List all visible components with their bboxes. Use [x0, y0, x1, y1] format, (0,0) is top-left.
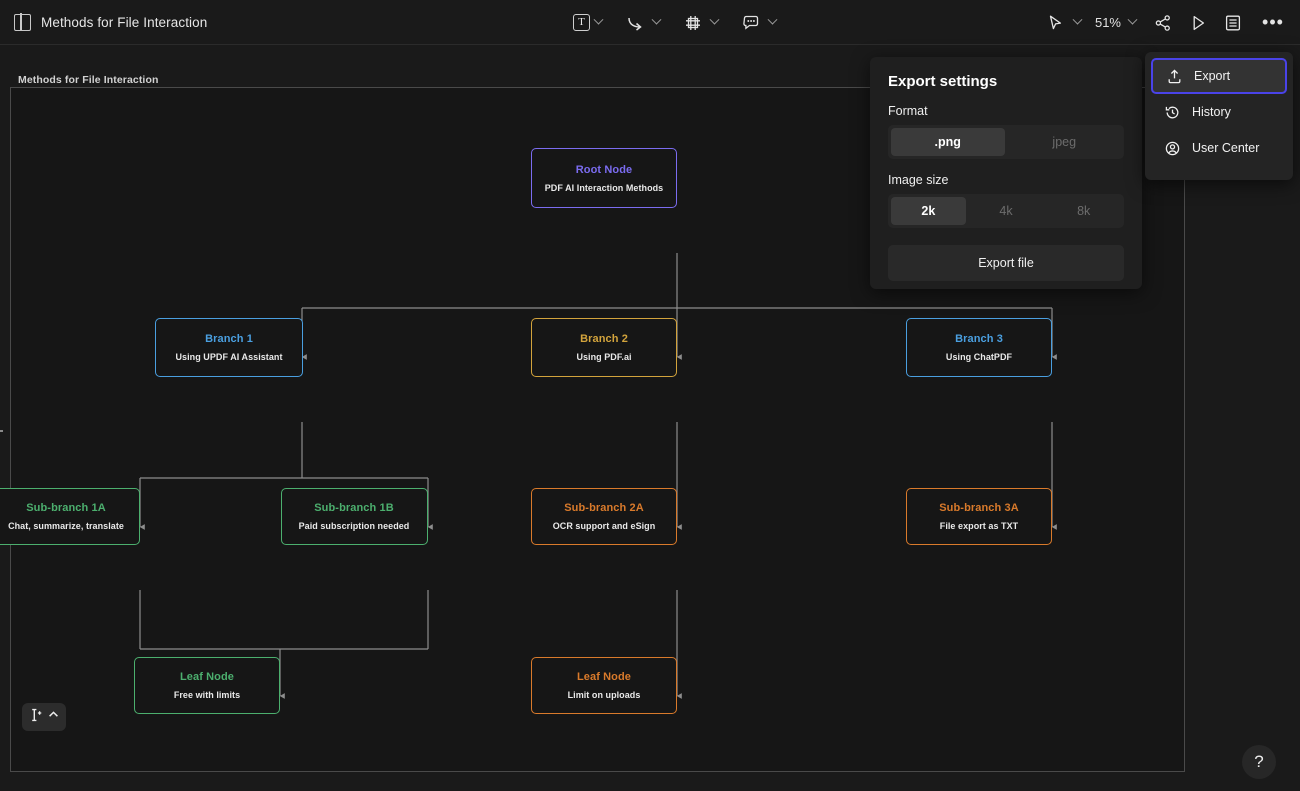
text-tool-chevron-down-icon[interactable] [590, 10, 606, 36]
comment-bubble-icon[interactable] [738, 10, 764, 36]
size-option-2k[interactable]: 2k [891, 197, 966, 225]
text-cursor-add-icon[interactable] [28, 707, 44, 728]
outline-list-icon[interactable] [1219, 9, 1247, 37]
topbar-right-group: 51% ••• [1041, 0, 1288, 45]
node-title: Branch 3 [955, 333, 1003, 345]
menu-item-export[interactable]: Export [1151, 58, 1287, 94]
node-title: Sub-branch 3A [939, 502, 1019, 514]
diagram-node-b1[interactable]: Branch 1 Using UPDF AI Assistant [155, 318, 303, 377]
diagram-node-sb1a[interactable]: Sub-branch 1A Chat, summarize, translate [0, 488, 140, 545]
connector-tool-chevron-down-icon[interactable] [648, 10, 664, 36]
node-title: Leaf Node [179, 671, 235, 683]
export-settings-panel: Export settings Format .png jpeg Image s… [870, 57, 1142, 289]
comment-tool-chevron-down-icon[interactable] [764, 10, 780, 36]
node-title: Root Node [575, 163, 633, 176]
more-horizontal-icon[interactable]: ••• [1262, 12, 1284, 32]
export-file-button[interactable]: Export file [888, 245, 1124, 281]
node-title: Sub-branch 1B [314, 502, 394, 514]
menu-item-history[interactable]: History [1151, 94, 1287, 130]
menu-item-user-center[interactable]: User Center [1151, 130, 1287, 166]
comment-tool-group[interactable] [738, 10, 780, 36]
upload-export-icon [1165, 67, 1183, 85]
user-circle-icon [1163, 139, 1181, 157]
menu-item-user-center-label: User Center [1192, 141, 1260, 155]
node-title: Sub-branch 2A [564, 502, 644, 514]
chevron-up-icon[interactable] [47, 708, 60, 726]
node-subtitle: Using UPDF AI Assistant [175, 352, 283, 362]
diagram-node-sb3a[interactable]: Sub-branch 3A File export as TXT [906, 488, 1052, 545]
panel-left-icon[interactable] [14, 13, 31, 31]
node-subtitle: Paid subscription needed [298, 521, 410, 531]
zoom-level-label[interactable]: 51% [1094, 15, 1121, 30]
diagram-node-b2[interactable]: Branch 2 Using PDF.ai [531, 318, 677, 377]
cursor-tool-chevron-down-icon[interactable] [1070, 10, 1086, 36]
frame-tool-icon[interactable] [680, 10, 706, 36]
size-option-8k[interactable]: 8k [1077, 204, 1091, 218]
topbar-center-tools: T [573, 0, 780, 45]
format-segmented-control: .png jpeg [888, 125, 1124, 159]
history-clock-icon [1163, 103, 1181, 121]
more-options-menu: Export History User Center [1145, 52, 1293, 180]
left-edge-handle[interactable] [0, 430, 3, 432]
top-toolbar: Methods for File Interaction T [0, 0, 1300, 45]
diagram-node-sb2a[interactable]: Sub-branch 2A OCR support and eSign [531, 488, 677, 545]
help-question-icon[interactable]: ? [1242, 745, 1276, 779]
format-option-png[interactable]: .png [891, 128, 1005, 156]
node-title: Branch 1 [205, 333, 253, 345]
diagram-node-sb1b[interactable]: Sub-branch 1B Paid subscription needed [280, 488, 428, 545]
format-option-jpeg[interactable]: jpeg [1052, 135, 1077, 149]
format-label: Format [888, 104, 928, 118]
frame-tool-chevron-down-icon[interactable] [706, 10, 722, 36]
frame-tool-group[interactable] [680, 10, 722, 36]
node-subtitle: Chat, summarize, translate [8, 521, 124, 531]
menu-item-history-label: History [1192, 105, 1231, 119]
menu-item-export-label: Export [1194, 69, 1231, 83]
frame-label[interactable]: Methods for File Interaction [18, 74, 159, 86]
play-present-icon[interactable] [1184, 9, 1212, 37]
topbar-left-group: Methods for File Interaction [0, 13, 208, 31]
zoom-chevron-down-icon[interactable] [1124, 10, 1140, 36]
node-subtitle: Using ChatPDF [945, 352, 1013, 362]
node-title: Leaf Node [576, 671, 632, 683]
node-title: Sub-branch 1A [26, 502, 106, 514]
document-title[interactable]: Methods for File Interaction [41, 14, 208, 30]
connector-arrow-icon[interactable] [622, 10, 648, 36]
node-subtitle: OCR support and eSign [552, 521, 656, 531]
node-subtitle: Free with limits [173, 690, 241, 700]
diagram-node-b3[interactable]: Branch 3 Using ChatPDF [906, 318, 1052, 377]
node-subtitle: Using PDF.ai [576, 352, 632, 362]
node-subtitle: File export as TXT [939, 521, 1019, 531]
text-tool-glyph: T [578, 16, 585, 28]
node-subtitle: Limit on uploads [567, 690, 641, 700]
image-size-segmented-control: 2k 4k 8k [888, 194, 1124, 228]
node-title: Branch 2 [580, 333, 628, 345]
text-tool-icon[interactable]: T [573, 14, 590, 31]
cursor-pointer-icon[interactable] [1041, 9, 1069, 37]
text-tool-group[interactable]: T [573, 10, 606, 36]
size-option-4k[interactable]: 4k [999, 204, 1013, 218]
diagram-canvas[interactable]: Methods for File Interaction [0, 45, 1300, 791]
share-icon[interactable] [1149, 9, 1177, 37]
connector-tool-group[interactable] [622, 10, 664, 36]
text-tool-pill[interactable] [22, 703, 66, 731]
node-subtitle: PDF AI Interaction Methods [544, 182, 664, 193]
image-size-label: Image size [888, 173, 949, 187]
export-panel-title: Export settings [888, 73, 998, 90]
